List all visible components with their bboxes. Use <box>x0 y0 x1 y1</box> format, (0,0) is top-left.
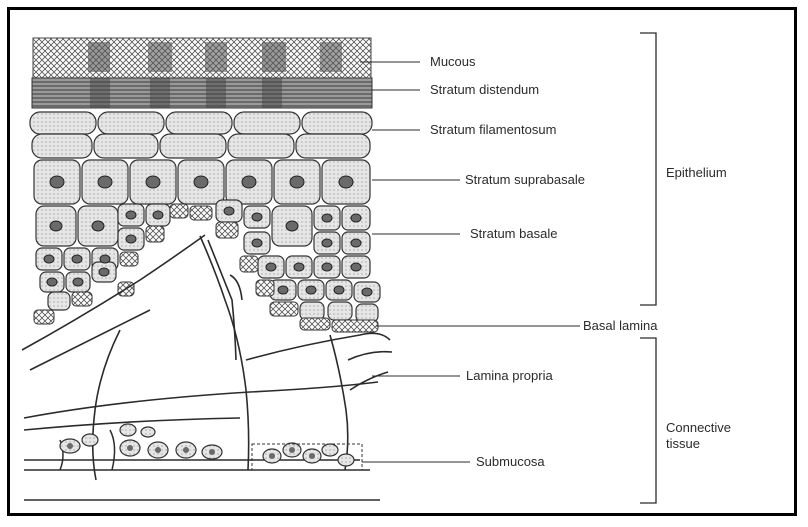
label-stratum-suprabasale: Stratum suprabasale <box>465 172 585 187</box>
label-epithelium: Epithelium <box>666 165 727 180</box>
stratum-distendum-layer <box>32 78 372 108</box>
label-mucous: Mucous <box>430 54 476 69</box>
label-stratum-basale: Stratum basale <box>470 226 557 241</box>
label-connective-tissue-line1: Connective <box>666 420 731 435</box>
label-connective-tissue-line2: tissue <box>666 436 700 451</box>
label-stratum-distendum: Stratum distendum <box>430 82 539 97</box>
connective-tissue-bracket <box>640 338 656 503</box>
label-basal-lamina: Basal lamina <box>583 318 658 333</box>
stratum-suprabasale-layer <box>34 160 370 204</box>
submucosa-layer <box>24 424 380 500</box>
epithelium-bracket <box>640 33 656 305</box>
label-lamina-propria: Lamina propria <box>466 368 553 383</box>
stratum-basale-layer <box>34 200 380 332</box>
label-submucosa: Submucosa <box>476 454 545 469</box>
label-stratum-filamentosum: Stratum filamentosum <box>430 122 556 137</box>
mucous-layer <box>33 38 371 78</box>
stratum-filamentosum-layer <box>30 112 372 158</box>
